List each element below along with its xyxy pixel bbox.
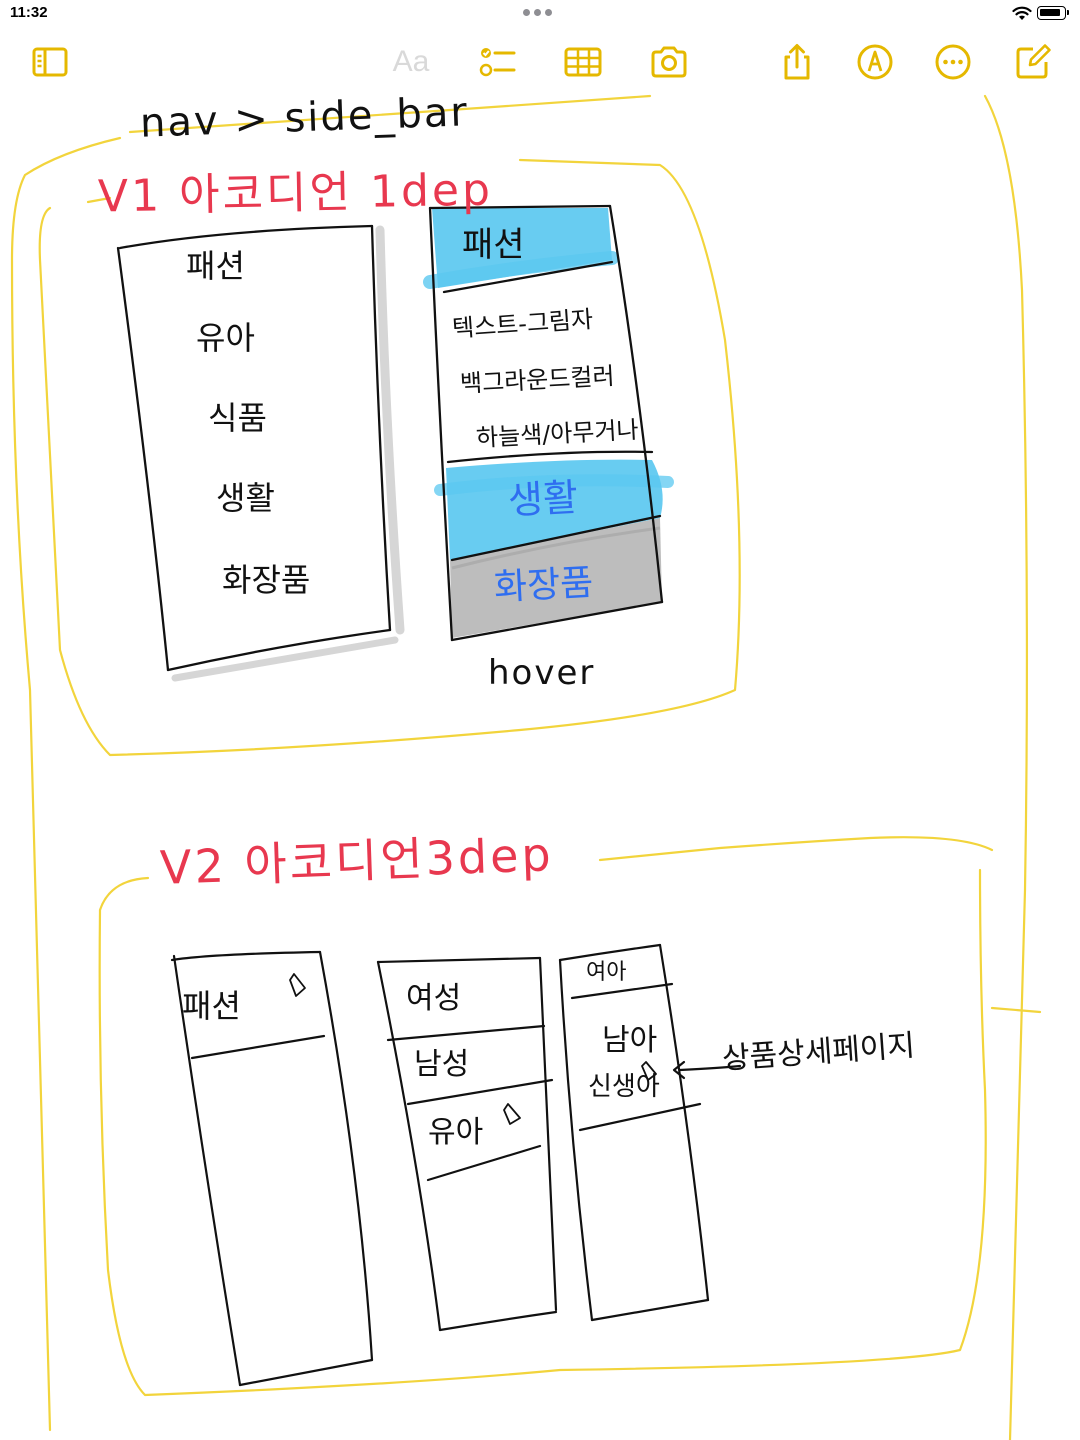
- notes-toolbar: Aa: [0, 34, 1080, 90]
- v1-right-active-item: 패션: [462, 225, 525, 265]
- markup-icon: [857, 44, 893, 80]
- v1-hover-item: 화장품: [492, 562, 595, 609]
- v2-col2-item: 남성: [414, 1047, 470, 1082]
- v1-left-menu-item: 유아: [196, 319, 255, 357]
- v1-left-menu-item: 패션: [186, 247, 245, 285]
- v2-col2-item: 여성: [406, 981, 462, 1016]
- wifi-icon: [1012, 6, 1032, 20]
- v1-left-menu-item: 화장품: [222, 561, 311, 599]
- v2-col3-item: 신생아: [588, 1072, 660, 1102]
- sketch-drawing: [10, 94, 1042, 1440]
- markup-button[interactable]: [853, 40, 897, 84]
- note-heading: nav > side_bar: [139, 89, 470, 147]
- sketch-canvas[interactable]: nav > side_bar V1 아코디언 1dep 패션 유아 식품 생활 …: [0, 89, 1080, 1440]
- v2-col3-item: 남아: [602, 1023, 658, 1058]
- format-button[interactable]: Aa: [392, 45, 430, 78]
- v1-title: V1 아코디언 1dep: [97, 164, 494, 223]
- status-bar: 11:32: [0, 0, 1080, 28]
- share-icon: [784, 44, 810, 80]
- table-icon: [564, 47, 602, 77]
- more-button[interactable]: [931, 40, 975, 84]
- v2-col3-item: 여아: [586, 960, 627, 985]
- v2-col1-item: 패션: [182, 987, 241, 1025]
- status-time: 11:32: [10, 4, 48, 21]
- battery-icon: [1037, 6, 1069, 20]
- checklist-button[interactable]: [475, 40, 519, 84]
- v1-left-menu-item: 생활: [216, 479, 275, 517]
- compose-icon: [1016, 44, 1051, 79]
- v2-col2-item: 유아: [428, 1115, 484, 1150]
- multitasking-dots-icon[interactable]: [523, 9, 552, 16]
- camera-icon: [651, 46, 687, 78]
- share-button[interactable]: [775, 40, 819, 84]
- camera-button[interactable]: [647, 40, 691, 84]
- checklist-icon: [479, 48, 516, 77]
- sidebar-icon: [32, 47, 68, 77]
- v1-hover-caption: hover: [488, 653, 596, 693]
- v1-left-menu-item: 식품: [208, 399, 267, 437]
- v1-highlight-item: 생활: [506, 475, 580, 523]
- table-button[interactable]: [561, 40, 605, 84]
- compose-button[interactable]: [1011, 40, 1055, 84]
- sidebar-toggle-button[interactable]: [28, 40, 72, 84]
- v2-title: V2 아코디언3dep: [159, 827, 555, 895]
- more-icon: [935, 44, 971, 80]
